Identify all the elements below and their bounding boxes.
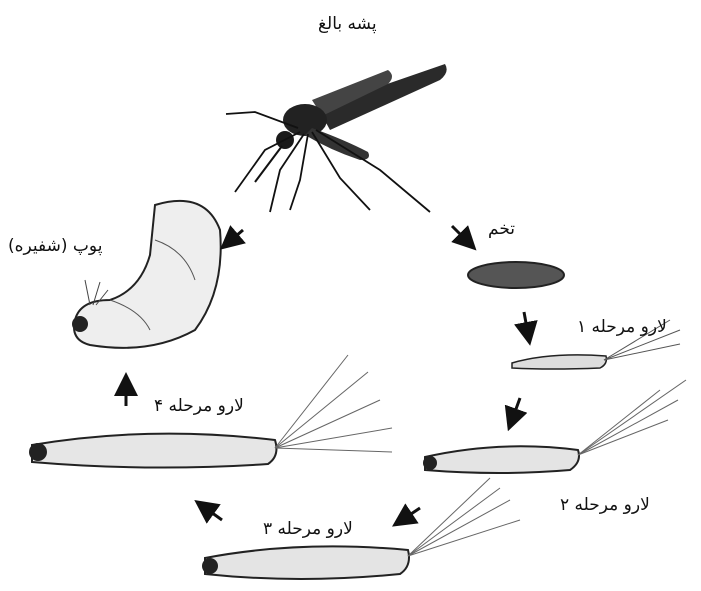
pupa-illustration	[72, 201, 221, 348]
label-larva-3: لارو مرحله ۳	[263, 521, 353, 538]
arrow-larva3-to-larva4	[204, 507, 222, 520]
label-adult: پشه بالغ	[318, 16, 377, 33]
label-larva-1: لارو مرحله ۱	[577, 319, 667, 336]
arrow-pupa-to-adult	[229, 230, 243, 242]
label-larva-2: لارو مرحله ۲	[560, 497, 650, 514]
arrow-egg-to-larva1	[524, 312, 528, 334]
label-pupa: پوپ (شفیره)	[8, 238, 102, 255]
arrow-larva2-to-larva3	[402, 508, 420, 520]
egg-illustration	[468, 262, 564, 288]
label-egg: تخم	[488, 221, 515, 238]
larva-stage-2-illustration	[423, 380, 686, 473]
arrow-larva1-to-larva2	[512, 398, 520, 420]
label-larva-4: لارو مرحله ۴	[154, 398, 244, 415]
arrow-adult-to-egg	[452, 226, 468, 242]
adult-mosquito-illustration	[226, 64, 447, 212]
larva-stage-3-illustration	[202, 478, 520, 579]
